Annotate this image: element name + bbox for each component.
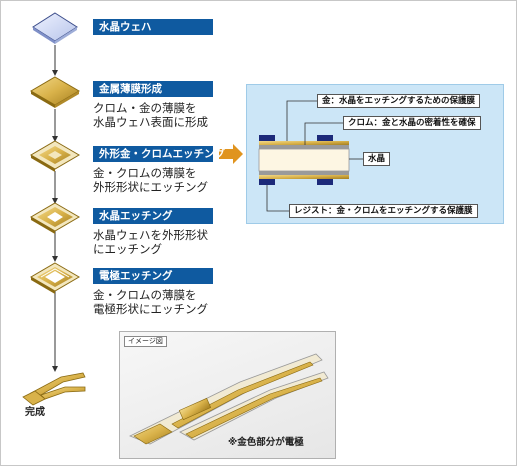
gold-pad [178,397,212,421]
step-title-crystal-etch: 水晶エッチング [93,208,213,224]
image-sample-note: ※金色部分が電極 [228,437,304,448]
crystal-layer [258,148,350,172]
crystal-label: 水晶 [363,152,391,166]
step-desc-line: 金・クロムの薄膜を [93,166,197,180]
step-desc-line: クロム・金の薄膜を [93,101,197,115]
gold-layer-top [259,141,349,145]
step-desc-line: 水晶ウェハを外形形状 [93,228,208,242]
electrode-image-graphic [129,353,329,445]
step-desc-outline-etch: 金・クロムの薄膜を 外形形状にエッチング [93,166,208,194]
gold-electrode [133,423,173,445]
step-desc-line: 外形形状にエッチング [93,180,208,194]
step-desc-crystal-etch: 水晶ウェハを外形形状 にエッチング [93,228,208,256]
chrome-layer-top [259,145,349,149]
cross-section-panel: 金：水晶をエッチングするための保護膜 クロム：金と水晶の密着性を確保 水晶 レジ… [246,84,504,224]
gold-film-label: 金：水晶をエッチングするための保護膜 [317,94,481,108]
resist-block [259,179,275,185]
step-desc-line: 水晶ウェハ表面に形成 [93,115,208,129]
completion-label: 完成 [25,407,45,418]
step-desc-electrode-etch: 金・クロムの薄膜を 電極形状にエッチング [93,288,208,316]
leader-line [266,185,289,212]
step-title-electrode-etch: 電極エッチング [93,268,213,284]
leader-line [286,100,317,141]
outline-etch-wafer-icon [30,140,80,172]
step-desc-line: 金・クロムの薄膜を [93,288,197,302]
leader-line [304,122,343,145]
step-title-metal-film: 金属薄膜形成 [93,81,213,97]
image-sample-frame: イメージ図 ※金色部分が電極 [119,331,336,459]
image-sample-tag: イメージ図 [124,336,167,347]
gold-electrode [185,377,323,439]
chrome-film-label: クロム：金と水晶の密着性を確保 [343,116,481,130]
resist-block [259,135,275,141]
resist-label: レジスト：金・クロムをエッチングする保護膜 [289,204,478,218]
resist-block [317,179,333,185]
step-desc-line: にエッチング [93,242,162,256]
cross-section-graphic [258,100,363,212]
crystal-wafer-icon [32,12,78,44]
electrode-etch-wafer-icon [30,262,80,294]
crystal-etch-wafer-icon [30,202,80,234]
gold-electrode [171,361,314,429]
metal-film-wafer-icon [30,76,80,108]
step-desc-metal-film: クロム・金の薄膜を 水晶ウェハ表面に形成 [93,101,208,129]
step-title-crystal-wafer: 水晶ウェハ [93,19,213,35]
tuning-fork-icon [22,372,86,406]
step-title-outline-etch: 外形金・クロムエッチング [93,146,225,162]
orange-arrow-icon [219,144,243,164]
chrome-layer-bottom [259,171,349,175]
gold-layer-bottom [259,175,349,179]
step-desc-line: 電極形状にエッチング [93,302,208,316]
resist-block [317,135,333,141]
